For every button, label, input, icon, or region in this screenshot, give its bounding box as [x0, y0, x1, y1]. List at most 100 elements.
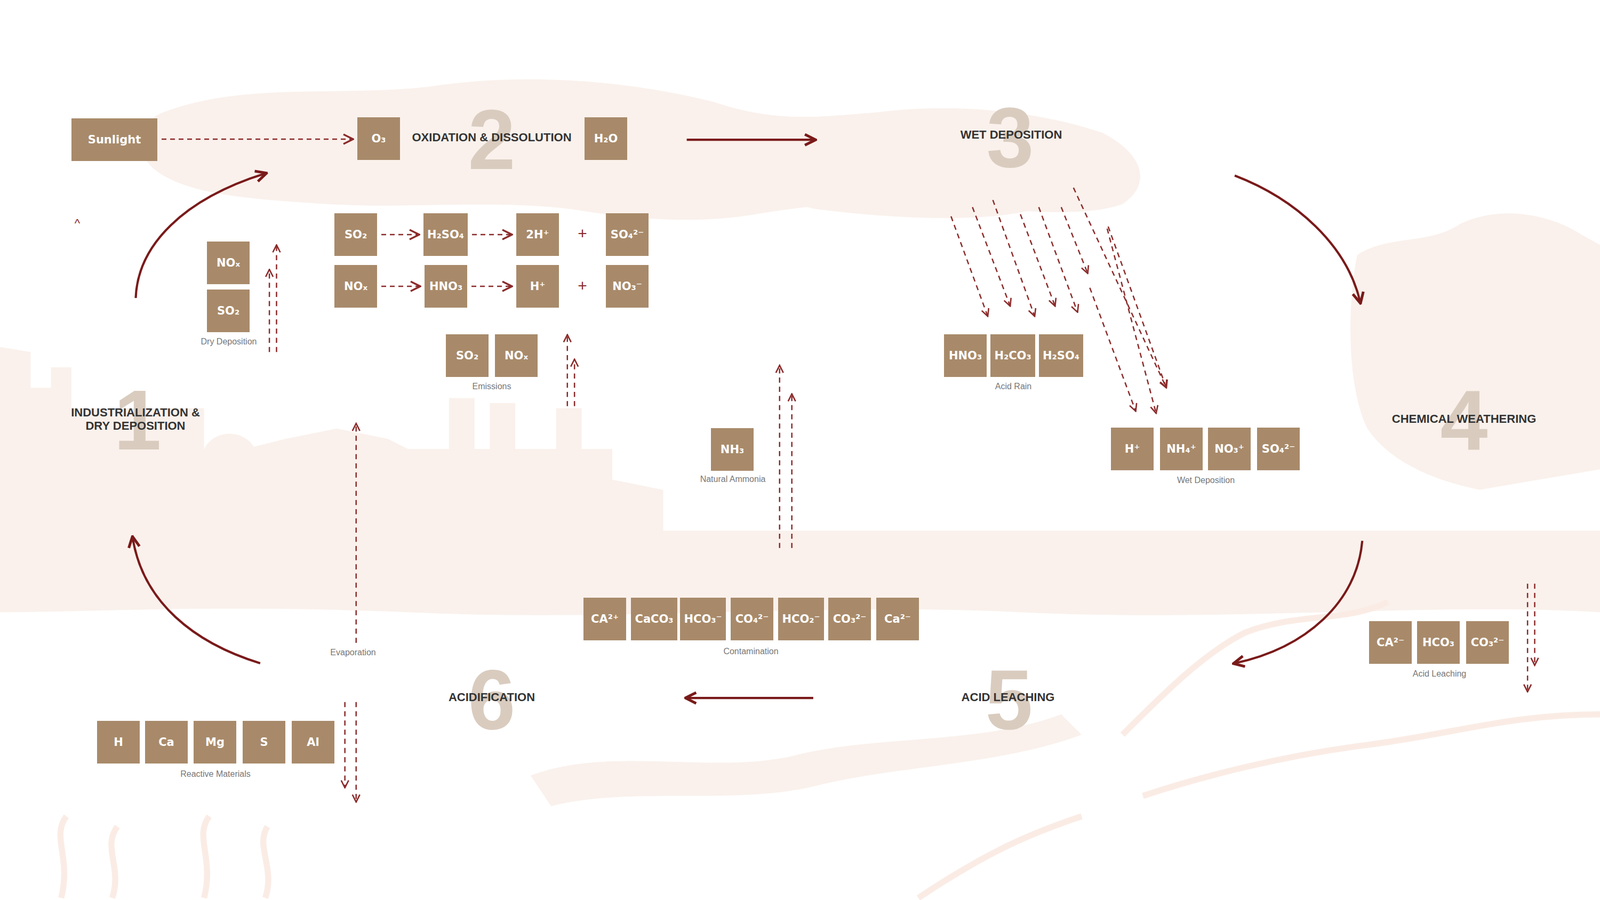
chemical-box: Al — [291, 721, 335, 764]
step-heading: WET DEPOSITION — [960, 128, 1063, 142]
reaction-arrow — [161, 138, 354, 141]
illustration-stroke — [135, 173, 266, 298]
box-text: SO₂ — [456, 349, 479, 363]
illustration-stroke — [355, 423, 357, 643]
illustration-stroke — [1020, 214, 1055, 307]
chemical-box: HCO₂⁻ — [778, 597, 824, 641]
chemical-box: NOₓ — [334, 265, 378, 308]
chemical-box: NH₃ — [710, 428, 754, 471]
chemical-box: H⁺ — [516, 265, 559, 308]
illustration-stroke — [918, 816, 1082, 899]
chemical-box: CO₃²⁻ — [1466, 621, 1509, 664]
chemical-box: HCO₃ — [1417, 621, 1460, 664]
box-text: SO₄²⁻ — [610, 228, 644, 242]
illustration-stroke — [686, 697, 814, 700]
group-caption: Natural Ammonia — [700, 474, 766, 485]
group-caption: Wet Deposition — [1177, 475, 1235, 486]
chemical-box: Ca — [145, 721, 188, 764]
illustration-stroke — [60, 816, 269, 899]
chemical-box: NO₃⁺ — [1208, 427, 1251, 471]
box-text: NO₃⁻ — [612, 280, 643, 293]
reaction-arrow — [381, 234, 420, 236]
illustration-stroke — [140, 79, 1141, 220]
box-text: CA²⁻ — [1376, 636, 1405, 650]
chemical-box: H₂SO₄ — [423, 213, 468, 256]
chemical-box: 2H⁺ — [516, 213, 559, 256]
box-text: H₂CO₃ — [994, 349, 1031, 363]
chemical-box: SO₂ — [206, 289, 250, 333]
step-heading: ACID LEACHING — [961, 690, 1055, 704]
illustration-stroke — [269, 187, 1535, 803]
plus-sign: + — [577, 276, 588, 295]
chemical-box: CO₄²⁻ — [730, 597, 774, 641]
illustration-stroke — [192, 433, 269, 490]
illustration-stroke — [1073, 187, 1167, 388]
illustration-stroke — [60, 602, 1600, 899]
box-text: H₂O — [594, 132, 619, 146]
group-caption: Acid Rain — [995, 381, 1032, 392]
illustration-stroke — [1038, 207, 1078, 313]
box-text: NOₓ — [216, 256, 240, 270]
illustration-stroke — [132, 139, 1363, 699]
chemical-box: H — [97, 721, 140, 764]
box-text: CA²⁺ — [590, 612, 619, 626]
chemical-box: HNO₃ — [424, 265, 468, 308]
chemical-box: CO₃²⁻ — [828, 597, 871, 641]
group-caption: Emissions — [472, 381, 512, 392]
illustration-stroke — [1533, 584, 1535, 666]
step-heading: CHEMICAL WEATHERING — [1392, 412, 1537, 426]
box-text: NH₃ — [720, 443, 744, 456]
box-text: SO₂ — [344, 228, 367, 242]
box-text: S — [259, 736, 268, 749]
chemical-box: SO₂ — [334, 213, 378, 256]
chemical-box: SO₂ — [445, 334, 489, 378]
chemical-box: H⁺ — [1110, 427, 1154, 471]
box-text: H₂SO₄ — [1042, 349, 1080, 363]
illustration-stroke — [566, 334, 568, 407]
box-text: Sunlight — [88, 133, 141, 147]
chemical-box: H₂CO₃ — [990, 334, 1036, 378]
plus-sign: + — [577, 224, 588, 243]
illustration-stroke — [1089, 288, 1136, 412]
group-caption: Dry Deposition — [201, 337, 258, 347]
illustration-stroke — [344, 702, 346, 789]
chemical-box: H₂O — [584, 117, 628, 160]
box-text: Al — [306, 736, 319, 749]
illustration-stroke — [0, 79, 1600, 807]
caret-mark: ^ — [74, 216, 80, 231]
box-text: HCO₃⁻ — [683, 612, 722, 626]
box-text: HCO₂⁻ — [781, 612, 820, 626]
chemical-box: Mg — [193, 721, 237, 764]
box-text: H⁺ — [1124, 442, 1141, 456]
box-text: NOₓ — [504, 349, 528, 363]
box-text: HNO₃ — [429, 280, 463, 293]
box-text: HCO₃ — [1422, 636, 1455, 650]
group-caption: Reactive Materials — [180, 769, 251, 780]
illustration-stroke — [790, 394, 792, 549]
box-text: H⁺ — [530, 280, 546, 293]
box-text: 2H⁺ — [525, 228, 549, 242]
box-text: H — [113, 736, 124, 749]
box-text: H₂SO₄ — [427, 228, 464, 242]
reaction-arrow — [381, 285, 421, 288]
chemical-box: S — [242, 721, 286, 764]
chemical-box: O₃ — [357, 117, 400, 160]
illustration-stroke — [1142, 714, 1600, 797]
chemical-box: HNO₃ — [944, 334, 987, 378]
chemical-box: NOₓ — [206, 241, 250, 285]
box-text: CaCO₃ — [634, 612, 674, 626]
illustration-stroke — [268, 269, 270, 352]
step-heading: ACIDIFICATION — [448, 690, 535, 704]
box-text: NH₄⁺ — [1166, 442, 1196, 456]
chemical-box: HCO₃⁻ — [680, 597, 726, 641]
illustration-stroke — [1234, 540, 1363, 664]
illustration-stroke — [686, 138, 815, 141]
box-text: Ca²⁻ — [884, 612, 911, 626]
illustration-stroke — [573, 359, 575, 407]
step-heading: OXIDATION & DISSOLUTION — [411, 130, 572, 144]
chemical-box: CA²⁺ — [583, 597, 627, 641]
box-text: NO₃⁺ — [1214, 442, 1245, 456]
